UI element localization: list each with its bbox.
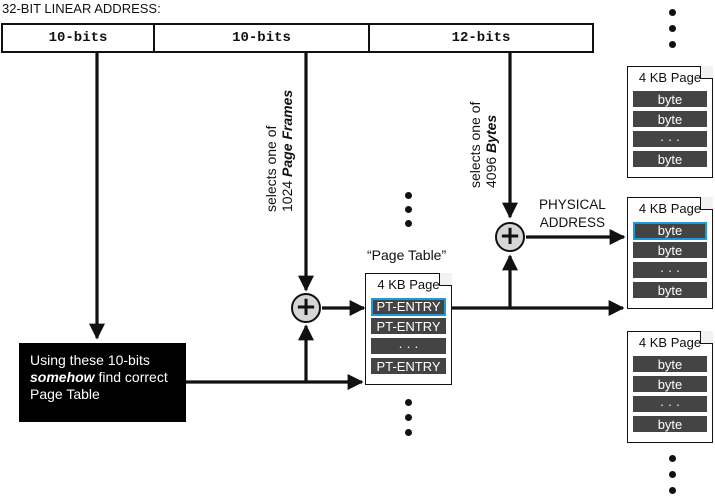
continuation-dot (405, 206, 412, 213)
physical-page-3: 4 KB Page byte byte · · · byte (627, 331, 713, 443)
bytes-count: 4096 (483, 152, 499, 188)
linear-address-title: 32-BIT LINEAR ADDRESS: (2, 1, 161, 16)
byte-cell: byte (633, 91, 707, 109)
page-table-title: 4 KB Page (377, 277, 440, 292)
page-table-fold-corner (439, 273, 452, 286)
directory-bits-field: 10-bits (48, 30, 108, 46)
page-fold-corner (700, 197, 713, 210)
page-frames-count: 1024 (279, 176, 295, 212)
physical-page-2: 4 KB Page byte byte · · · byte (627, 197, 713, 309)
continuation-dot (405, 220, 412, 227)
page-title: 4 KB Page (638, 335, 702, 350)
continuation-dot (405, 192, 412, 199)
page-fold-corner (700, 66, 713, 79)
bytes-selector-line2: 4096 Bytes (483, 102, 499, 188)
directory-box-line2-rest: find correct (94, 369, 168, 385)
byte-cell-selected: byte (633, 222, 707, 240)
page-table-entry: PT-ENTRY (371, 358, 446, 376)
byte-cell: byte (633, 151, 707, 169)
table-bits-field: 10-bits (153, 25, 368, 51)
page-title: 4 KB Page (638, 201, 702, 216)
directory-box-line1: Using these 10-bits (30, 352, 150, 368)
linear-address-bar: 10-bits 10-bits 12-bits (1, 23, 594, 53)
continuation-dot (405, 429, 412, 436)
byte-cell: byte (633, 282, 707, 300)
directory-box-emphasis: somehow (30, 369, 95, 385)
page-fold-corner (700, 331, 713, 344)
byte-cell: byte (633, 242, 707, 260)
continuation-dot (669, 455, 676, 462)
physical-address-label: PHYSICAL ADDRESS (539, 196, 606, 232)
page-frames-selector-label: selects one of 1024 Page Frames (263, 90, 295, 212)
page-table: 4 KB Page PT-ENTRY PT-ENTRY · · · PT-ENT… (365, 273, 452, 385)
byte-cell: byte (633, 416, 707, 434)
continuation-dot (669, 487, 676, 494)
continuation-dot (405, 399, 412, 406)
offset-bits-field: 12-bits (368, 25, 592, 51)
page-table-entry-ellipsis: · · · (371, 338, 446, 356)
continuation-dot (669, 41, 676, 48)
continuation-dot (669, 25, 676, 32)
physical-page-1: 4 KB Page byte byte · · · byte (627, 66, 713, 178)
byte-cell: byte (633, 356, 707, 374)
continuation-dot (405, 414, 412, 421)
page-table-caption: “Page Table” (367, 247, 447, 263)
directory-box-line2: somehow find correct (30, 369, 175, 386)
page-frames-emphasis: Page Frames (279, 89, 295, 177)
page-title: 4 KB Page (638, 70, 702, 85)
bytes-selector-line1: selects one of (467, 101, 483, 188)
physical-address-line2: ADDRESS (539, 215, 606, 230)
continuation-dot (669, 471, 676, 478)
continuation-dot (669, 9, 676, 16)
page-frames-selector-line1: selects one of (263, 125, 279, 212)
adder-page-table-icon: + (291, 293, 321, 323)
byte-cell: byte (633, 376, 707, 394)
page-table-entry-selected: PT-ENTRY (371, 298, 446, 316)
page-table-entry: PT-ENTRY (371, 318, 446, 336)
bytes-selector-label: selects one of 4096 Bytes (467, 102, 499, 188)
byte-cell: byte (633, 111, 707, 129)
directory-lookup-box: Using these 10-bits somehow find correct… (19, 343, 186, 422)
bytes-emphasis: Bytes (483, 114, 499, 153)
adder-physical-address-icon: + (495, 222, 525, 252)
byte-cell-ellipsis: · · · (633, 396, 707, 414)
physical-address-line1: PHYSICAL (539, 197, 606, 212)
byte-cell-ellipsis: · · · (633, 262, 707, 280)
directory-box-line3: Page Table (30, 386, 100, 402)
page-frames-selector-line2: 1024 Page Frames (279, 90, 295, 212)
byte-cell-ellipsis: · · · (633, 131, 707, 149)
